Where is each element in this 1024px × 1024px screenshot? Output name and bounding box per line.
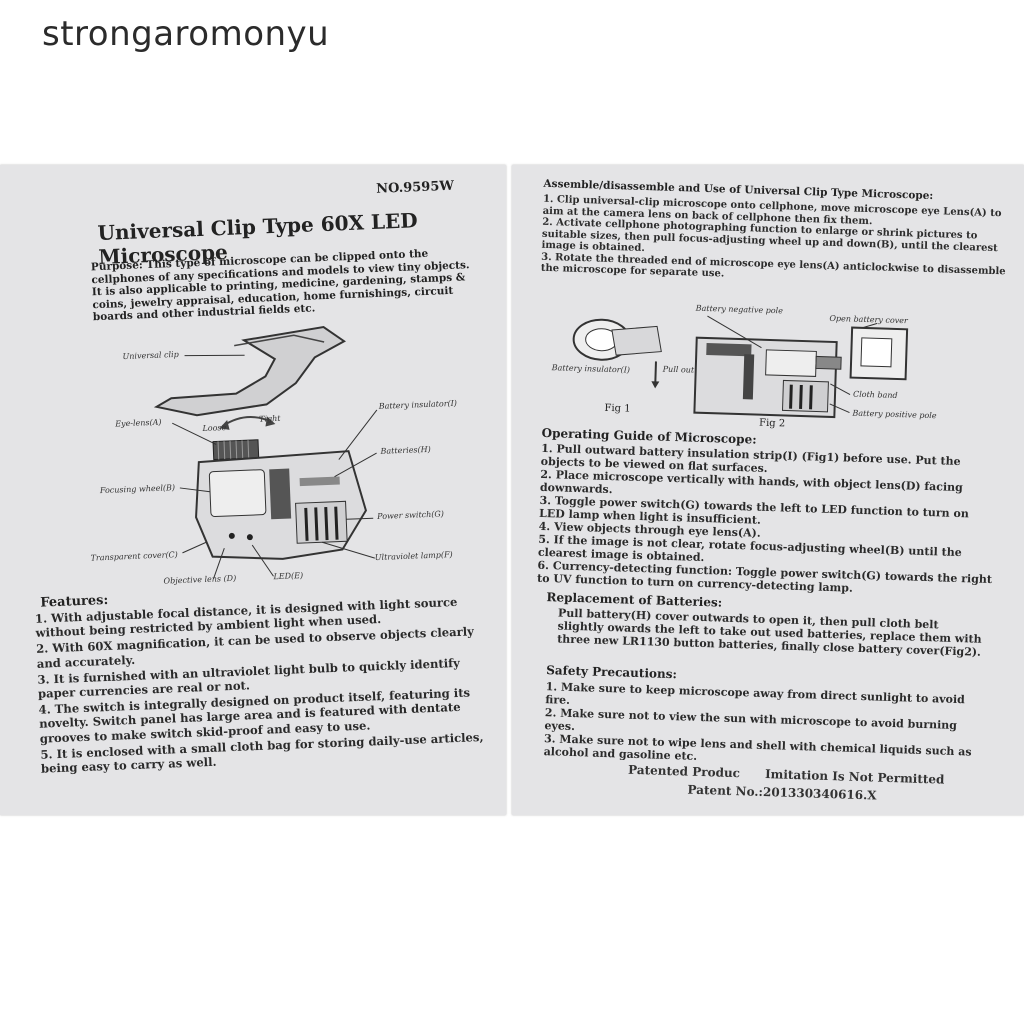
imitation-notice: Imitation Is Not Permitted [764, 767, 945, 787]
microscope-illustration [153, 325, 378, 579]
safety-heading: Safety Precautions: [546, 663, 678, 682]
label-loose: Loose [202, 423, 227, 433]
right-instruction-sheet: Assemble/disassemble and Use of Universa… [512, 165, 1024, 815]
patented-product-note: Patented Produc [627, 762, 741, 781]
label-cloth-band: Cloth band [852, 389, 898, 401]
operating-steps: 1. Pull outward battery insulation strip… [537, 442, 996, 599]
model-number: NO.9595W [375, 178, 455, 197]
figure-2-caption: Fig 2 [758, 417, 786, 430]
label-led: LED(E) [273, 571, 304, 582]
patent-number: Patent No.:201330340616.X [687, 782, 877, 803]
figure-1-caption: Fig 1 [604, 402, 631, 415]
battery-figure-illustration [572, 315, 909, 419]
label-tight: Tight [258, 413, 281, 424]
store-watermark: strongaromonyu [42, 14, 330, 54]
safety-steps: 1. Make sure to keep microscope away fro… [543, 680, 985, 772]
battery-figures: Battery negative pole Open battery cover… [514, 292, 1024, 438]
microscope-diagram: Universal clip Eye-lens(A) Loose Tight B… [0, 305, 506, 595]
assemble-steps: 1. Clip universal-clip microscope onto c… [541, 194, 1008, 289]
left-instruction-sheet: NO.9595W Universal Clip Type 60X LED Mic… [0, 165, 506, 815]
label-eye-lens: Eye-lens(A) [115, 417, 162, 429]
replacement-text: Pull battery(H) cover outwards to open i… [557, 606, 982, 659]
features-list: 1. With adjustable focal distance, it is… [35, 593, 503, 778]
label-pull-out: Pull out [662, 364, 695, 375]
features-heading: Features: [40, 592, 109, 611]
